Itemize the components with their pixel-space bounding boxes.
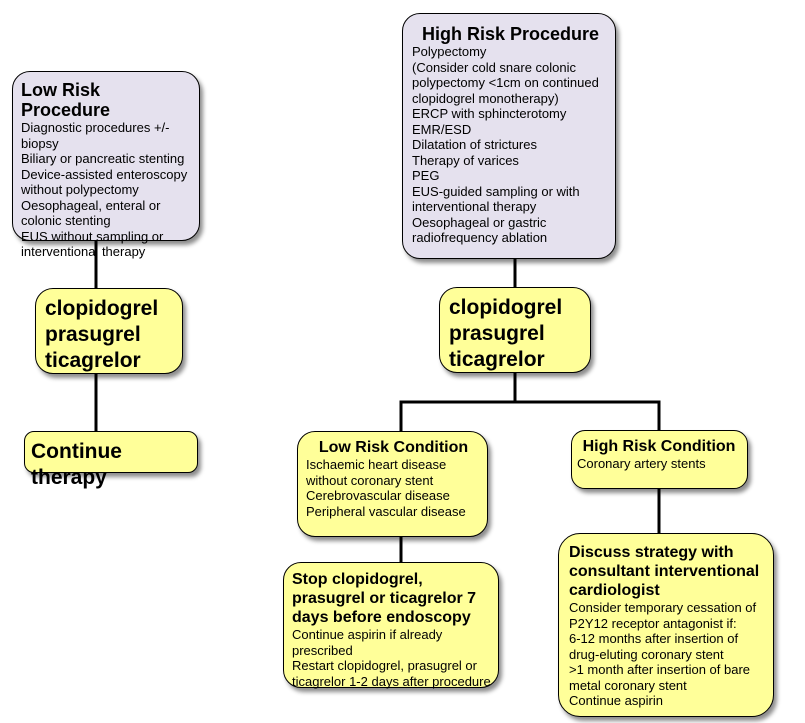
list-item: Continue aspirin [569, 693, 663, 708]
list-item: Polypectomy [412, 44, 487, 59]
left-drugs-box: clopidogrel prasugrel ticagrelor [35, 288, 183, 374]
drug-name: prasugrel [449, 322, 545, 345]
high-risk-procedure-box: High Risk Procedure Polypectomy (Conside… [402, 13, 616, 259]
high-risk-condition-title: High Risk Condition [582, 438, 736, 455]
list-item: EUS-guided sampling or with intervention… [412, 183, 580, 215]
list-item: Therapy of varices [412, 152, 519, 168]
discuss-strategy-title: Discuss strategy with consultant interve… [569, 544, 760, 599]
list-item: Ischaemic heart disease without coronary… [306, 457, 447, 488]
low-risk-condition-box: Low Risk Condition Ischaemic heart disea… [297, 431, 488, 537]
list-item: Biliary or pancreatic stenting [21, 151, 185, 166]
high-risk-condition-box: High Risk Condition Coronary artery sten… [571, 430, 748, 489]
continue-therapy-label: Continue therapy [31, 440, 122, 489]
high-risk-condition-list: Coronary artery stents [577, 456, 741, 472]
drug-name: clopidogrel [45, 297, 159, 320]
list-item: Oesophageal, enteral or colonic stenting [21, 197, 161, 229]
right-drugs-box: clopidogrel prasugrel ticagrelor [439, 287, 591, 373]
low-risk-procedure-list: Diagnostic procedures +/- biopsy Biliary… [21, 120, 193, 260]
stop-clopidogrel-box: Stop clopidogrel, prasugrel or ticagrelo… [283, 562, 499, 689]
list-item: Diagnostic procedures +/- biopsy [21, 120, 170, 151]
list-item: Consider temporary cessation of P2Y12 re… [569, 600, 757, 631]
drug-name: prasugrel [45, 323, 141, 346]
low-risk-procedure-title: Low Risk Procedure [21, 80, 111, 120]
list-item: Dilatation of strictures [412, 137, 537, 152]
list-item: (Consider cold snare colonic polypectomy… [412, 59, 599, 106]
list-item: Coronary artery stents [577, 456, 706, 471]
drug-name: ticagrelor [45, 349, 141, 372]
list-item: 6-12 months after insertion of drug-elut… [569, 631, 739, 662]
stop-clopidogrel-list: Continue aspirin if already prescribed R… [292, 627, 492, 689]
list-item: Oesophageal or gastric radiofrequency ab… [412, 214, 548, 246]
list-item: EMR/ESD [412, 121, 472, 137]
discuss-strategy-box: Discuss strategy with consultant interve… [558, 533, 774, 717]
low-risk-condition-list: Ischaemic heart disease without coronary… [306, 457, 481, 519]
list-item: Device-assisted enteroscopy without poly… [21, 166, 188, 198]
high-risk-procedure-title: High Risk Procedure [421, 24, 600, 44]
list-item: PEG [412, 168, 440, 183]
stop-clopidogrel-title: Stop clopidogrel, prasugrel or ticagrelo… [292, 571, 477, 626]
list-item: EUS without sampling or interventional t… [21, 228, 164, 260]
low-risk-procedure-box: Low Risk Procedure Diagnostic procedures… [12, 71, 200, 259]
list-item: ERCP with sphincterotomy [412, 106, 567, 121]
low-risk-condition-title: Low Risk Condition [318, 439, 469, 456]
list-item: Continue aspirin if already prescribed [292, 627, 443, 658]
drug-name: clopidogrel [449, 296, 563, 319]
drug-name: ticagrelor [449, 348, 545, 371]
discuss-strategy-list: Consider temporary cessation of P2Y12 re… [569, 600, 767, 709]
list-item: Restart clopidogrel, prasugrel or ticagr… [292, 658, 491, 689]
continue-therapy-box: Continue therapy [24, 431, 198, 489]
list-item: Peripheral vascular disease [306, 503, 466, 519]
list-item: >1 month after insertion of bare metal c… [569, 662, 751, 693]
list-item: Cerebrovascular disease [306, 488, 450, 503]
high-risk-procedure-list: Polypectomy (Consider cold snare colonic… [412, 44, 609, 246]
